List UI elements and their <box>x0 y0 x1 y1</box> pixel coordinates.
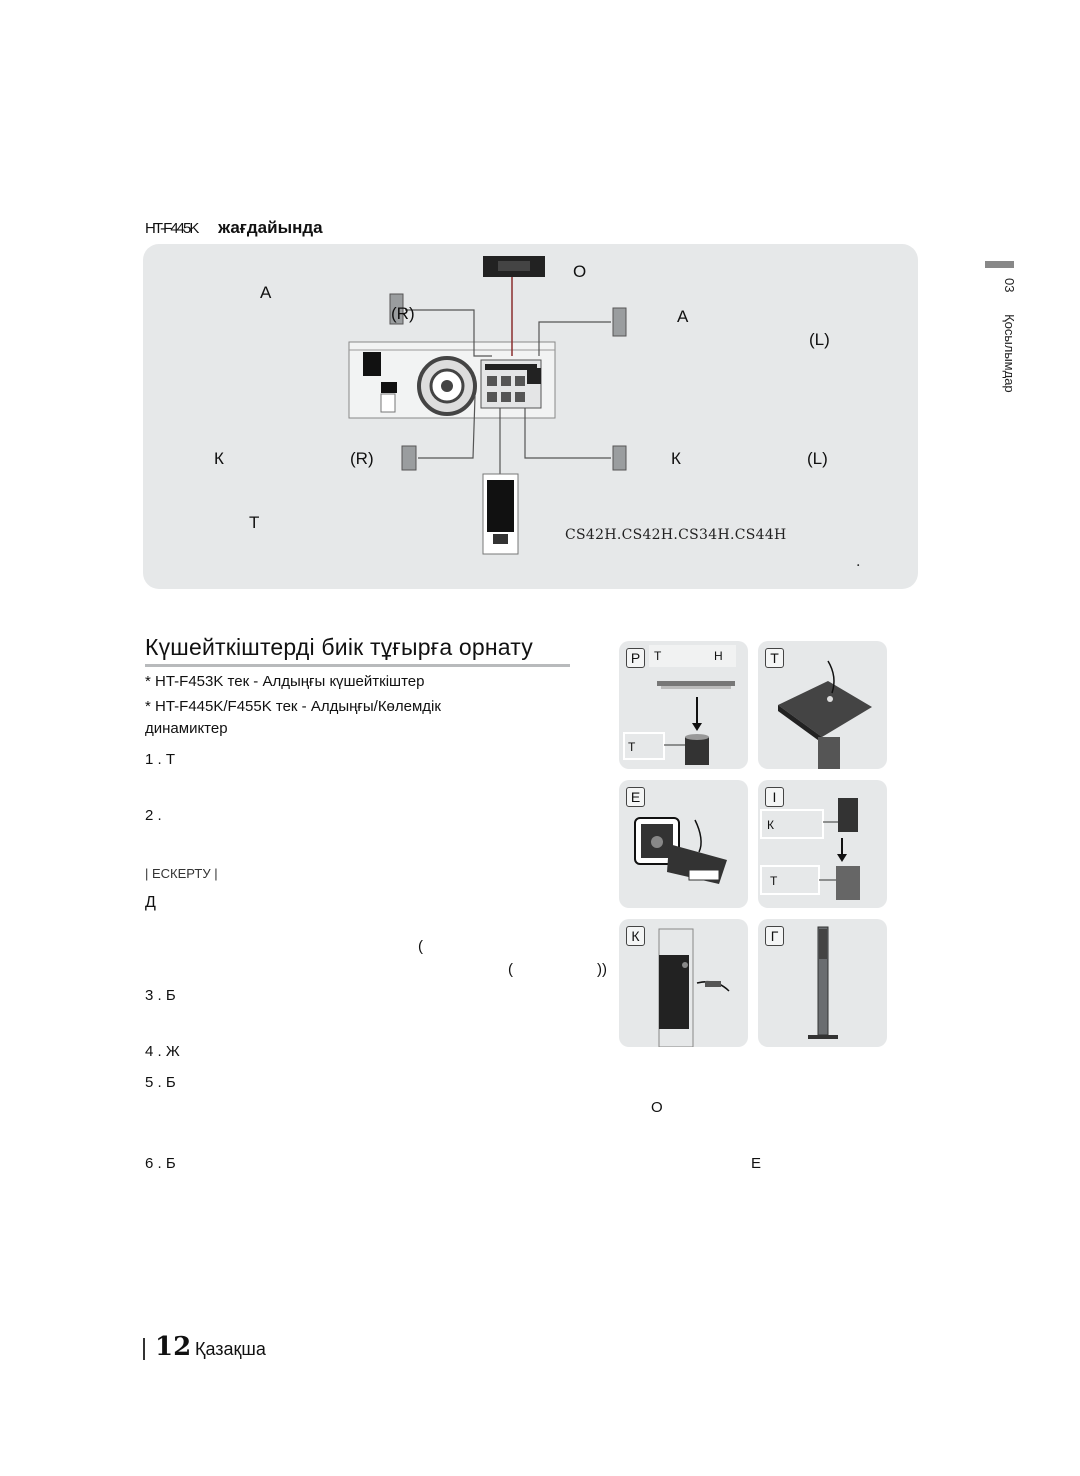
label-center: О <box>573 262 587 281</box>
note-label: | ЕСКЕРТУ | <box>145 866 218 881</box>
figure-drawing <box>808 926 838 1039</box>
diagram-heading-model: HT-F445K <box>145 220 199 237</box>
front-right-speaker <box>389 293 404 325</box>
figure-step-3: Е <box>619 780 748 908</box>
step-4: 4 . Ж <box>145 1043 180 1060</box>
figure-step-5: К <box>619 919 748 1047</box>
connection-diagram: А (R) О А (L) К (R) К (L) Т CS42H.CS42H.… <box>143 244 918 589</box>
figure-step-6: Г <box>758 919 887 1047</box>
model-note-1: * HT-F453K тек - Алдыңғы күшейткіштер <box>145 673 425 690</box>
model-note-2: * HT-F445K/F455K тек - Алдыңғы/Көлемдік <box>145 698 441 715</box>
label-front-right-prefix: А <box>260 283 272 302</box>
figure-drawing <box>634 817 727 884</box>
side-tab-label: Қосылымдар <box>1002 314 1017 393</box>
figure-drawing <box>760 798 860 900</box>
side-tab: 03 Қосылымдар <box>1002 278 1017 393</box>
side-tab-number: 03 <box>1002 278 1017 293</box>
note-paren-3: )) <box>597 961 607 978</box>
note-paren-1: ( <box>418 938 423 955</box>
label-surround-left-side: (L) <box>807 449 828 468</box>
section-rule <box>145 664 570 667</box>
step-6-fragment: Е <box>751 1155 762 1172</box>
figure-letter: К <box>626 926 645 946</box>
figure-letter: І <box>765 787 784 807</box>
section-title: Күшейткіштерді биік тұғырға орнату <box>145 634 533 660</box>
figure-step-1: Р Т Н Т <box>619 641 748 769</box>
label-subwoofer: Т <box>249 513 260 532</box>
figure-letter: Г <box>765 926 784 946</box>
figure-letter: Р <box>626 648 645 668</box>
step-6: 6 . Б <box>145 1155 176 1172</box>
figure-drawing <box>623 681 735 765</box>
step-1: 1 . Т <box>145 751 176 768</box>
diagram-heading-text: жағдайында <box>218 218 323 237</box>
note-text-start: Д <box>145 894 156 911</box>
page-number: 12 <box>155 1332 192 1362</box>
figure-top-label-t: Т <box>654 649 662 663</box>
figure-drawing <box>778 660 872 769</box>
figure-drawing <box>658 928 730 1047</box>
step-5: 5 . Б <box>145 1074 176 1091</box>
figure-step-2: Т <box>758 641 887 769</box>
label-front-left-prefix: А <box>677 307 689 326</box>
footer-bar <box>143 1338 145 1360</box>
front-left-speaker <box>612 307 627 337</box>
label-front-left-side: (L) <box>809 330 830 349</box>
label-surround-right-side: (R) <box>350 449 374 468</box>
side-tab-bar <box>985 261 1014 268</box>
figure-bottom-label-t: Т <box>628 740 636 754</box>
figure-label-k: К <box>767 818 774 832</box>
note-paren-2: ( <box>508 961 513 978</box>
model-note-3: динамиктер <box>145 720 228 737</box>
surround-left-speaker <box>612 445 627 471</box>
diagram-drawing <box>348 256 627 555</box>
diagram-note-dot: . <box>856 554 861 570</box>
footer-language: Қазақша <box>195 1339 266 1359</box>
figure-letter: Е <box>626 787 645 807</box>
figure-step-4: І К Т <box>758 780 887 908</box>
label-front-right-side: (R) <box>391 304 415 323</box>
figure-letter: Т <box>765 648 784 668</box>
figure-label-t: Т <box>770 874 778 888</box>
surround-right-speaker <box>401 445 417 471</box>
figure-top-label-h: Н <box>714 649 723 663</box>
step-5-fragment: О <box>651 1099 663 1116</box>
label-surround-left-prefix: К <box>671 449 681 468</box>
step-3: 3 . Б <box>145 987 176 1004</box>
step-2: 2 . <box>145 807 162 824</box>
label-surround-right-prefix: К <box>214 449 224 468</box>
diagram-heading: HT-F445K жағдайында <box>145 218 323 238</box>
diagram-note-models: CS42H.CS42H.CS34H.CS44H <box>565 527 787 543</box>
